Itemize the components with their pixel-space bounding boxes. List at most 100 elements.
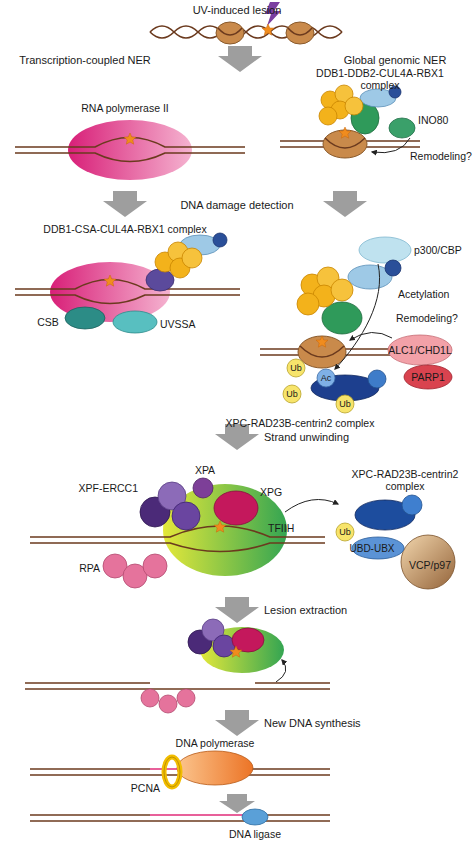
modification-label: Ub xyxy=(290,363,302,373)
ddb-complex xyxy=(297,260,401,334)
process-arrow xyxy=(215,710,259,736)
dna-ligase xyxy=(242,809,268,825)
modification-badge xyxy=(283,385,301,403)
annotation-arrow xyxy=(350,332,392,340)
modification-badge xyxy=(336,395,354,413)
lesion-star xyxy=(104,275,116,286)
nucleosome xyxy=(286,22,314,44)
complex-label: DDB1-CSA-CUL4A-RBX1 complex xyxy=(43,223,206,235)
rna-polymerase xyxy=(68,120,192,180)
nucleosome xyxy=(216,22,244,44)
ddb-complex xyxy=(319,107,337,125)
dna-polymerase xyxy=(177,751,253,785)
protein-label: INO80 xyxy=(418,114,448,126)
release-arrow xyxy=(276,660,286,682)
p300-protein xyxy=(359,237,411,263)
dna-strand xyxy=(30,814,330,816)
dna-strand xyxy=(15,280,240,304)
modification-badge xyxy=(336,523,354,541)
protein-label: RNA polymerase II xyxy=(81,102,169,114)
xpf-ercc1 xyxy=(172,502,200,530)
lesion-star xyxy=(339,127,351,138)
protein-label: DNA polymerase xyxy=(176,737,255,749)
nucleosome xyxy=(216,22,314,44)
xpg-protein xyxy=(214,491,258,525)
lesion-star xyxy=(316,336,328,347)
lesion-star xyxy=(214,521,226,532)
pathway-label: Transcription-coupled NER xyxy=(19,54,151,67)
nucleosome xyxy=(298,336,346,368)
protein-label: UVSSA xyxy=(160,318,196,330)
protein-label: XPA xyxy=(195,464,215,476)
complex-label: DDB1-DDB2-CUL4A-RBX1 complex xyxy=(305,67,455,91)
release-arrow xyxy=(285,500,338,513)
nucleosome xyxy=(218,28,242,35)
remodeler-complex xyxy=(388,335,452,389)
annotation-arrow xyxy=(335,264,380,369)
uvssa-protein xyxy=(113,311,157,333)
step-label: Strand unwinding xyxy=(264,431,349,444)
lesion-star xyxy=(230,646,242,657)
nucleosome xyxy=(298,336,346,368)
protein-label: PARP1 xyxy=(411,371,445,383)
pcna-ring xyxy=(164,757,180,787)
protein-label: PCNA xyxy=(131,782,160,794)
remodel-arrow xyxy=(372,138,410,153)
xpc-complex xyxy=(355,495,422,530)
xpc-complex xyxy=(368,370,386,388)
rpa-protein xyxy=(143,554,167,578)
complex-label: XPC-RAD23B-centrin2 complex xyxy=(340,468,470,492)
excised-complex xyxy=(213,635,235,657)
uvssa-protein xyxy=(113,311,157,333)
csa-complex xyxy=(213,233,227,247)
dna-strand xyxy=(25,683,330,689)
lesion-star xyxy=(262,24,274,35)
remodeler-complex xyxy=(388,335,452,365)
dna-strand xyxy=(25,688,330,690)
rna-polymerase xyxy=(68,120,192,180)
modification-badge xyxy=(336,523,354,541)
rpa-protein xyxy=(141,689,195,713)
modification-label: Ub xyxy=(339,399,351,409)
vcp-p97 xyxy=(401,535,455,589)
lesion-label: UV-induced lesion xyxy=(193,4,282,17)
ddb-complex xyxy=(322,302,362,334)
protein-label: XPF-ERCC1 xyxy=(78,482,138,494)
csa-complex xyxy=(182,248,202,268)
csa-complex xyxy=(146,269,174,291)
ddb-complex xyxy=(297,293,319,315)
csb-protein xyxy=(65,307,105,329)
pcna-ring xyxy=(164,757,180,787)
modification-label: Ub xyxy=(339,527,351,537)
pathway-label: Global genomic NER xyxy=(344,54,447,67)
ino80-complex xyxy=(389,118,415,138)
rpa-protein xyxy=(177,689,195,707)
process-note: Remodeling? xyxy=(396,312,458,324)
protein-label: UBD-UBX xyxy=(349,543,394,555)
dna-strand xyxy=(15,153,245,162)
process-note: Acetylation xyxy=(398,288,449,300)
release-arrow xyxy=(276,660,286,682)
dna-strand xyxy=(255,682,330,684)
modification-badge xyxy=(317,369,335,387)
remodel-arrow xyxy=(372,138,410,153)
release-arrow xyxy=(285,500,338,513)
ddb-complex xyxy=(385,260,401,276)
step-label: Lesion extraction xyxy=(264,604,347,617)
dna-strand xyxy=(30,543,325,552)
protein-label: VCP/p97 xyxy=(409,559,451,571)
xpc-complex xyxy=(402,495,422,515)
dna-polymerase xyxy=(177,751,253,785)
process-arrow xyxy=(215,597,259,623)
xpa-protein xyxy=(193,478,213,498)
pcna-ring xyxy=(164,757,180,787)
process-note: Remodeling? xyxy=(410,150,472,162)
process-arrow xyxy=(323,191,367,217)
rpa-protein xyxy=(159,695,177,713)
nucleosome xyxy=(288,28,312,35)
process-arrow xyxy=(218,46,262,72)
rpa-protein xyxy=(103,554,167,588)
modification-label: Ub xyxy=(286,389,298,399)
protein-label: DNA ligase xyxy=(229,828,281,840)
